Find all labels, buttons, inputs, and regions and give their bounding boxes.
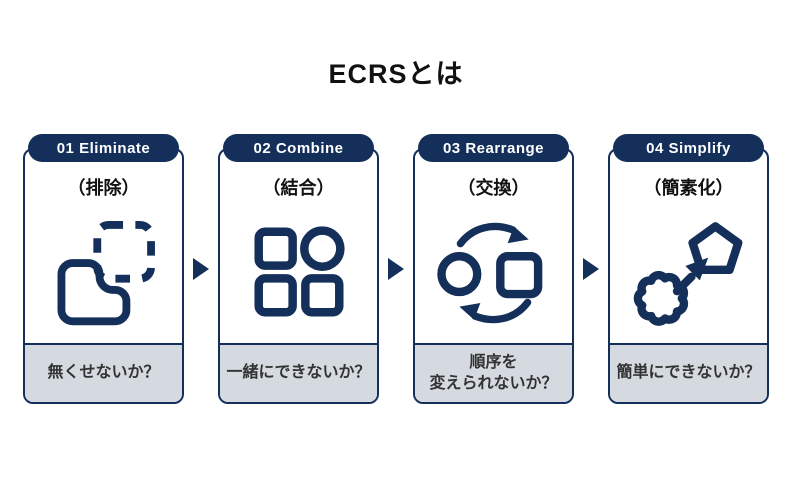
card-subtitle: （排除）: [67, 178, 140, 198]
card-question: 簡単にできないか？: [610, 343, 767, 402]
right-triangle-arrow-icon: [583, 258, 599, 280]
flow-arrow: [379, 258, 413, 280]
card-body: （簡素化） 簡単にできないか？: [608, 148, 769, 404]
card-rearrange: 03 Rearrange （交換） 順序を 変えられないか？: [413, 134, 574, 404]
combine-icon: [220, 200, 377, 343]
card-simplify: 04 Simplify （簡素化） 簡単にできないか？: [608, 134, 769, 404]
cards-row: 01 Eliminate （排除） 無くせないか？ 02 Combine: [0, 134, 792, 404]
card-number-pill: 04 Simplify: [613, 134, 764, 162]
flow-arrow: [184, 258, 218, 280]
right-triangle-arrow-icon: [388, 258, 404, 280]
eliminate-icon: [25, 200, 182, 343]
page-title: ECRSとは: [328, 59, 464, 89]
card-eliminate: 01 Eliminate （排除） 無くせないか？: [23, 134, 184, 404]
card-subtitle: （結合）: [262, 178, 335, 198]
card-number-pill: 03 Rearrange: [418, 134, 569, 162]
card-body: （結合） 一緒にできないか？: [218, 148, 379, 404]
simplify-icon: [610, 200, 767, 343]
card-question: 順序を 変えられないか？: [415, 343, 572, 402]
card-question: 無くせないか？: [25, 343, 182, 402]
card-number-pill: 01 Eliminate: [28, 134, 179, 162]
card-question: 一緒にできないか？: [220, 343, 377, 402]
card-body: （交換） 順序を 変えられないか？: [413, 148, 574, 404]
card-body: （排除） 無くせないか？: [23, 148, 184, 404]
card-subtitle: （簡素化）: [643, 178, 734, 198]
rearrange-icon: [415, 200, 572, 343]
card-number-pill: 02 Combine: [223, 134, 374, 162]
card-subtitle: （交換）: [457, 178, 530, 198]
flow-arrow: [574, 258, 608, 280]
right-triangle-arrow-icon: [193, 258, 209, 280]
card-combine: 02 Combine （結合） 一緒にできないか？: [218, 134, 379, 404]
